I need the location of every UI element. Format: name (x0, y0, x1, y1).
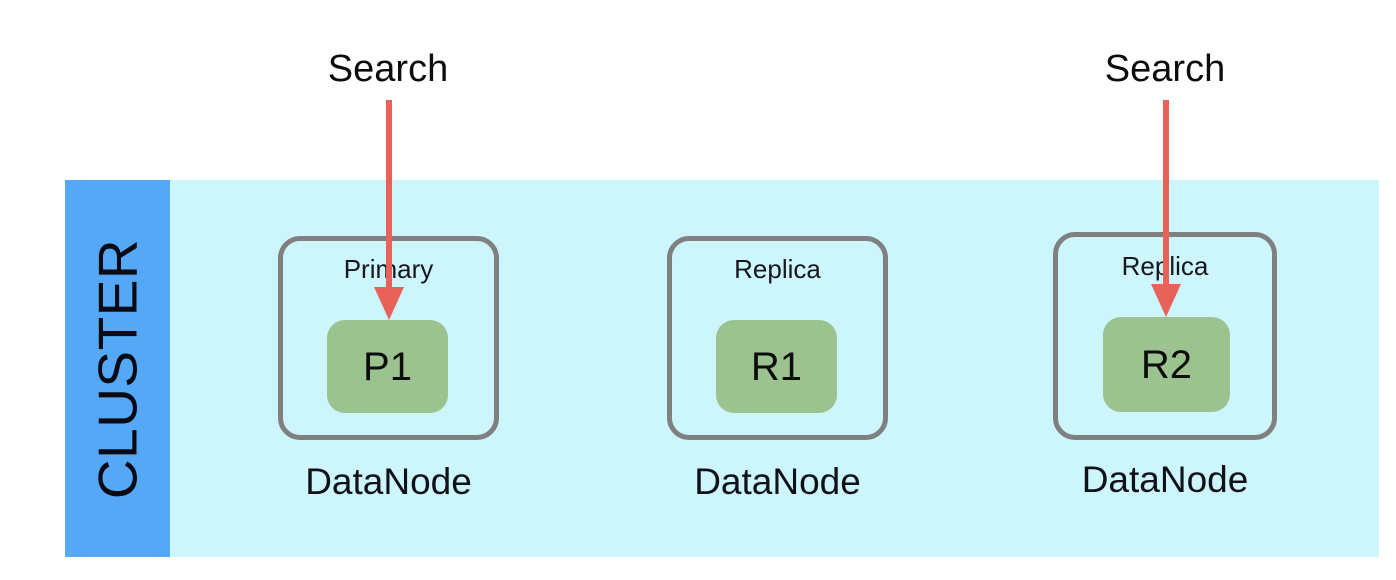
search-arrow-2-icon (1151, 100, 1181, 317)
shard-r1[interactable]: R1 (716, 320, 837, 413)
datanode-3-caption: DataNode (1081, 459, 1249, 500)
datanode-2-role-label: Replica (734, 254, 821, 284)
search-label-2: Search (1104, 48, 1226, 90)
shard-p1[interactable]: P1 (327, 320, 448, 413)
cluster-label: CLUSTER (86, 238, 148, 499)
shard-p1-label: P1 (363, 344, 412, 389)
datanode-2: Replica R1 (667, 236, 888, 440)
datanode-2-boundary (667, 236, 888, 440)
datanode-1-caption: DataNode (305, 461, 472, 502)
search-label-1: Search (327, 48, 449, 90)
shard-r2-label: R2 (1140, 342, 1193, 387)
shard-r2[interactable]: R2 (1103, 317, 1230, 412)
cluster-tab: CLUSTER (65, 180, 170, 557)
datanode-2-caption: DataNode (694, 461, 861, 502)
search-arrow-1-icon (374, 100, 404, 320)
shard-r1-label: R1 (750, 344, 803, 389)
